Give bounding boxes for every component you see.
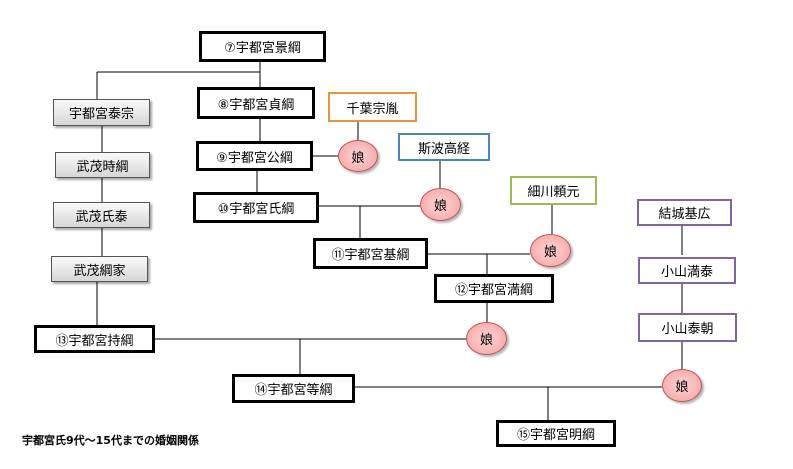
node-mototsuna: ⑪宇都宮基綱 [313, 238, 428, 269]
node-hitotsuna: ⑭宇都宮等綱 [232, 374, 355, 403]
node-kagetsuna: ⑦宇都宮景綱 [199, 31, 326, 62]
node-yasumune: 宇都宮泰宗 [53, 99, 150, 126]
node-tsunaie: 武茂綱家 [51, 256, 148, 282]
node-sadatsuna: ⑧宇都宮貞綱 [197, 87, 315, 119]
daughter-oyama: 娘 [662, 369, 702, 402]
node-shiba: 斯波高経 [398, 133, 490, 161]
node-yuki: 結城基広 [637, 199, 732, 226]
diagram-caption: 宇都宮氏9代～15代までの婚姻関係 [22, 434, 199, 447]
node-oyama-mitsuyasu: 小山満泰 [638, 257, 736, 284]
node-mitsutsuna: ⑫宇都宮満綱 [434, 274, 554, 303]
node-tokitsuna: 武茂時綱 [55, 152, 150, 178]
node-ujiyasu: 武茂氏泰 [53, 202, 150, 228]
node-hosokawa: 細川頼元 [510, 176, 597, 205]
daughter-hosokawa: 娘 [530, 234, 571, 267]
node-ujitsuna: ⑩宇都宮氏綱 [193, 192, 319, 223]
node-mochitsuna: ⑬宇都宮持綱 [34, 325, 155, 353]
daughter-chiba: 娘 [338, 140, 378, 172]
node-oyama-yasutomo: 小山泰朝 [638, 313, 737, 342]
daughter-mochitsuna: 娘 [466, 322, 507, 355]
node-kintsuna: ⑨宇都宮公綱 [196, 141, 313, 171]
node-akitsuna: ⑮宇都宮明綱 [496, 420, 616, 447]
daughter-shiba: 娘 [420, 188, 461, 221]
node-chiba: 千葉宗胤 [328, 92, 417, 122]
